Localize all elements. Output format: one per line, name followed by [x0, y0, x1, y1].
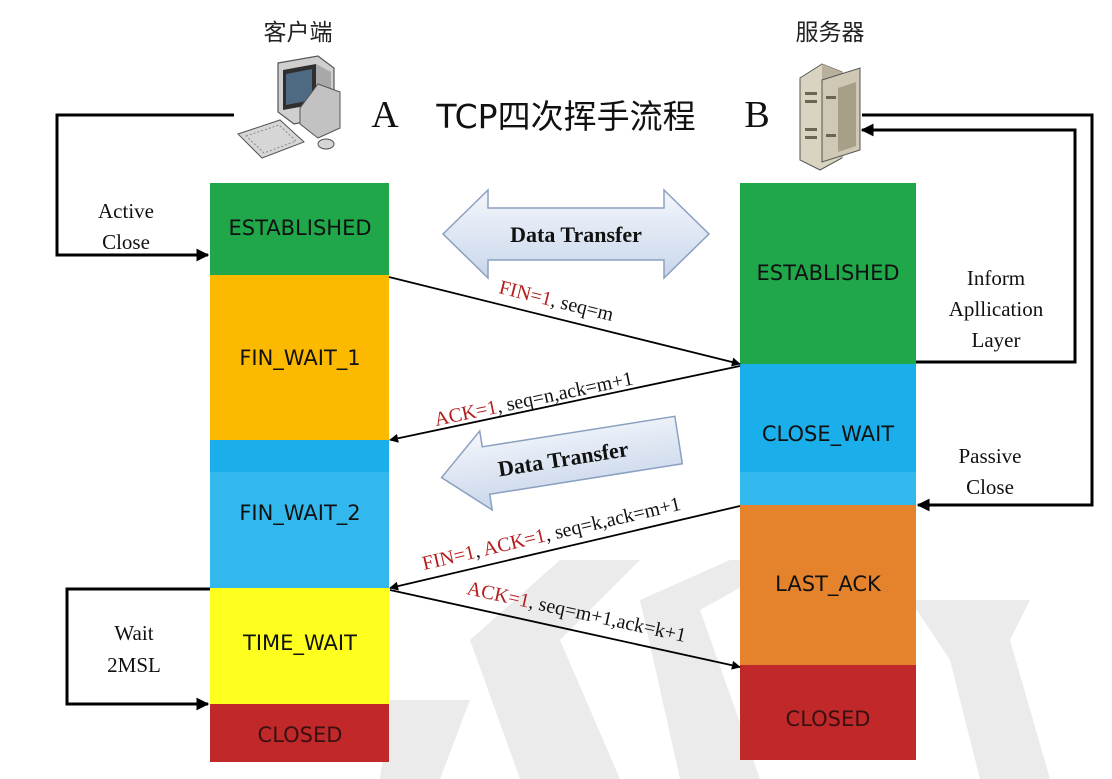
- client-state-time-wait: TIME_WAIT: [242, 631, 357, 656]
- server-state-close-wait: CLOSE_WAIT: [762, 422, 894, 447]
- message-3-label: FIN=1, ACK=1, seq=k,ack=m+1: [420, 493, 683, 575]
- diagram-title: TCP四次挥手流程: [435, 97, 695, 136]
- fin-ack-arrow-server-to-client: [389, 505, 741, 591]
- ack-arrow-server-to-client: [389, 365, 741, 443]
- server-state-last-ack: LAST_ACK: [775, 572, 882, 597]
- message-2-flag: ACK=1: [432, 396, 499, 431]
- wait-2msl-connector: [65, 587, 210, 711]
- server-letter: B: [744, 94, 769, 136]
- data-transfer-left-arrow: Data Transfer: [440, 415, 684, 512]
- server-icon: [799, 63, 861, 171]
- inform-line-3: Layer: [972, 328, 1021, 352]
- wait-line-1: Wait: [114, 621, 153, 645]
- passive-close-line-1: Passive: [959, 444, 1022, 468]
- active-close-line-1: Active: [98, 199, 154, 223]
- server-established-block: [740, 183, 916, 364]
- passive-close-connector: [862, 113, 1094, 512]
- client-state-closed: CLOSED: [258, 723, 343, 747]
- computer-icon: [237, 55, 341, 159]
- client-time-wait-block: [210, 588, 389, 704]
- message-2-rest: , seq=n,ack=m+1: [495, 368, 635, 418]
- client-closed-block: [210, 704, 389, 762]
- message-4-flag: ACK=1: [465, 577, 532, 612]
- message-2-label: ACK=1, seq=n,ack=m+1: [432, 368, 635, 431]
- client-established-block: [210, 183, 389, 275]
- inform-line-2: Apllication: [949, 297, 1044, 321]
- message-1-rest: , seq=m: [549, 289, 616, 326]
- fin-arrow-client-to-server: [388, 276, 741, 367]
- client-state-fin-wait-1: FIN_WAIT_1: [239, 346, 360, 371]
- data-transfer-label-top: Data Transfer: [510, 222, 642, 247]
- client-blue-gap-block: [210, 440, 389, 472]
- wait-line-2: 2MSL: [107, 653, 161, 677]
- active-close-line-2: Close: [102, 230, 150, 254]
- client-state-fin-wait-2: FIN_WAIT_2: [239, 501, 360, 526]
- server-close-wait-block: [740, 364, 916, 472]
- client-state-established: ESTABLISHED: [228, 216, 371, 240]
- active-close-connector: [55, 113, 234, 262]
- server-last-ack-block: [740, 505, 916, 665]
- message-3-rest: , seq=k,ack=m+1: [543, 493, 683, 546]
- data-transfer-double-arrow: [441, 188, 711, 280]
- client-label: 客户端: [264, 20, 333, 46]
- ack-arrow-client-to-server: [389, 589, 741, 670]
- client-fin-wait-1-block: [210, 275, 389, 440]
- server-state-closed: CLOSED: [786, 707, 871, 731]
- client-fin-wait-2-block: [210, 472, 389, 588]
- inform-line-1: Inform: [967, 266, 1025, 290]
- server-blue-gap-block: [740, 472, 916, 505]
- inform-application-connector: [860, 123, 1077, 364]
- passive-close-line-2: Close: [966, 475, 1014, 499]
- client-letter: A: [371, 94, 399, 136]
- message-3-flag-2: ACK=1: [481, 525, 548, 561]
- server-label: 服务器: [796, 20, 865, 46]
- server-state-established: ESTABLISHED: [756, 261, 899, 285]
- server-closed-block: [740, 665, 916, 760]
- watermark: [380, 560, 1050, 779]
